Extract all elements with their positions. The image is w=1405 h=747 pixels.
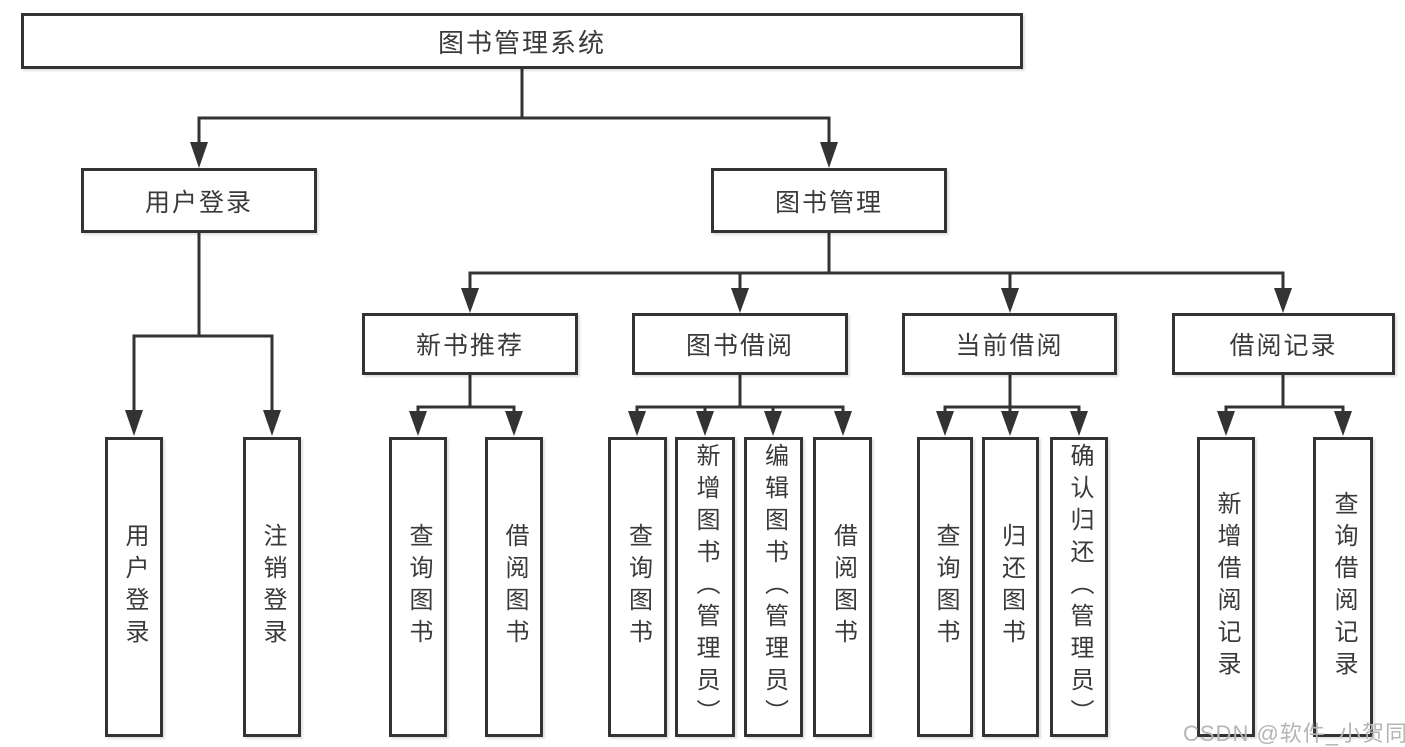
node-user-login: 用户登录 (81, 168, 317, 233)
leaf-borrow-books: 借阅图书 (813, 437, 872, 737)
node-root-system: 图书管理系统 (21, 13, 1023, 69)
leaf-query-borrow-record: 查询借阅记录 (1313, 437, 1373, 737)
leaf-user-login: 用户登录 (105, 437, 163, 737)
node-label: 新增图书（管理员） (692, 443, 719, 731)
node-label: 查询借阅记录 (1330, 491, 1357, 683)
leaf-query-books-recommend: 查询图书 (389, 437, 447, 737)
node-label: 查询图书 (405, 523, 432, 651)
node-label: 新增借阅记录 (1213, 491, 1240, 683)
leaf-query-books-current: 查询图书 (917, 437, 973, 737)
leaf-borrow-books-recommend: 借阅图书 (485, 437, 543, 737)
node-label: 编辑图书（管理员） (760, 443, 788, 731)
node-new-book-recommend: 新书推荐 (362, 313, 578, 375)
node-current-borrow: 当前借阅 (902, 313, 1117, 375)
node-label: 当前借阅 (955, 332, 1064, 360)
leaf-add-borrow-record: 新增借阅记录 (1197, 437, 1255, 737)
node-label: 注销登录 (259, 523, 286, 651)
node-label: 查询图书 (932, 523, 959, 651)
node-book-management: 图书管理 (711, 168, 947, 233)
node-label: 图书借阅 (685, 332, 794, 360)
node-label: 借阅记录 (1229, 332, 1338, 360)
watermark-text: CSDN @软件_小贺同学 (1183, 721, 1405, 746)
leaf-confirm-return-admin: 确认归还（管理员） (1050, 437, 1108, 737)
node-label: 借阅图书 (829, 523, 857, 651)
node-label: 借阅图书 (501, 523, 528, 651)
node-label: 新书推荐 (415, 332, 524, 360)
node-book-borrow: 图书借阅 (632, 313, 848, 375)
leaf-query-books-borrow: 查询图书 (608, 437, 667, 737)
leaf-add-book-admin: 新增图书（管理员） (675, 437, 735, 737)
node-label: 图书管理 (774, 188, 883, 217)
leaf-edit-book-admin: 编辑图书（管理员） (744, 437, 803, 737)
node-label: 查询图书 (624, 523, 652, 651)
leaf-return-book: 归还图书 (982, 437, 1039, 737)
node-label: 用户登录 (144, 188, 253, 217)
node-label: 用户登录 (121, 523, 148, 651)
node-label: 图书管理系统 (437, 27, 606, 58)
node-label: 归还图书 (997, 523, 1025, 651)
node-borrow-records: 借阅记录 (1172, 313, 1395, 375)
leaf-logout-login: 注销登录 (243, 437, 301, 737)
node-label: 确认归还（管理员） (1066, 443, 1093, 731)
